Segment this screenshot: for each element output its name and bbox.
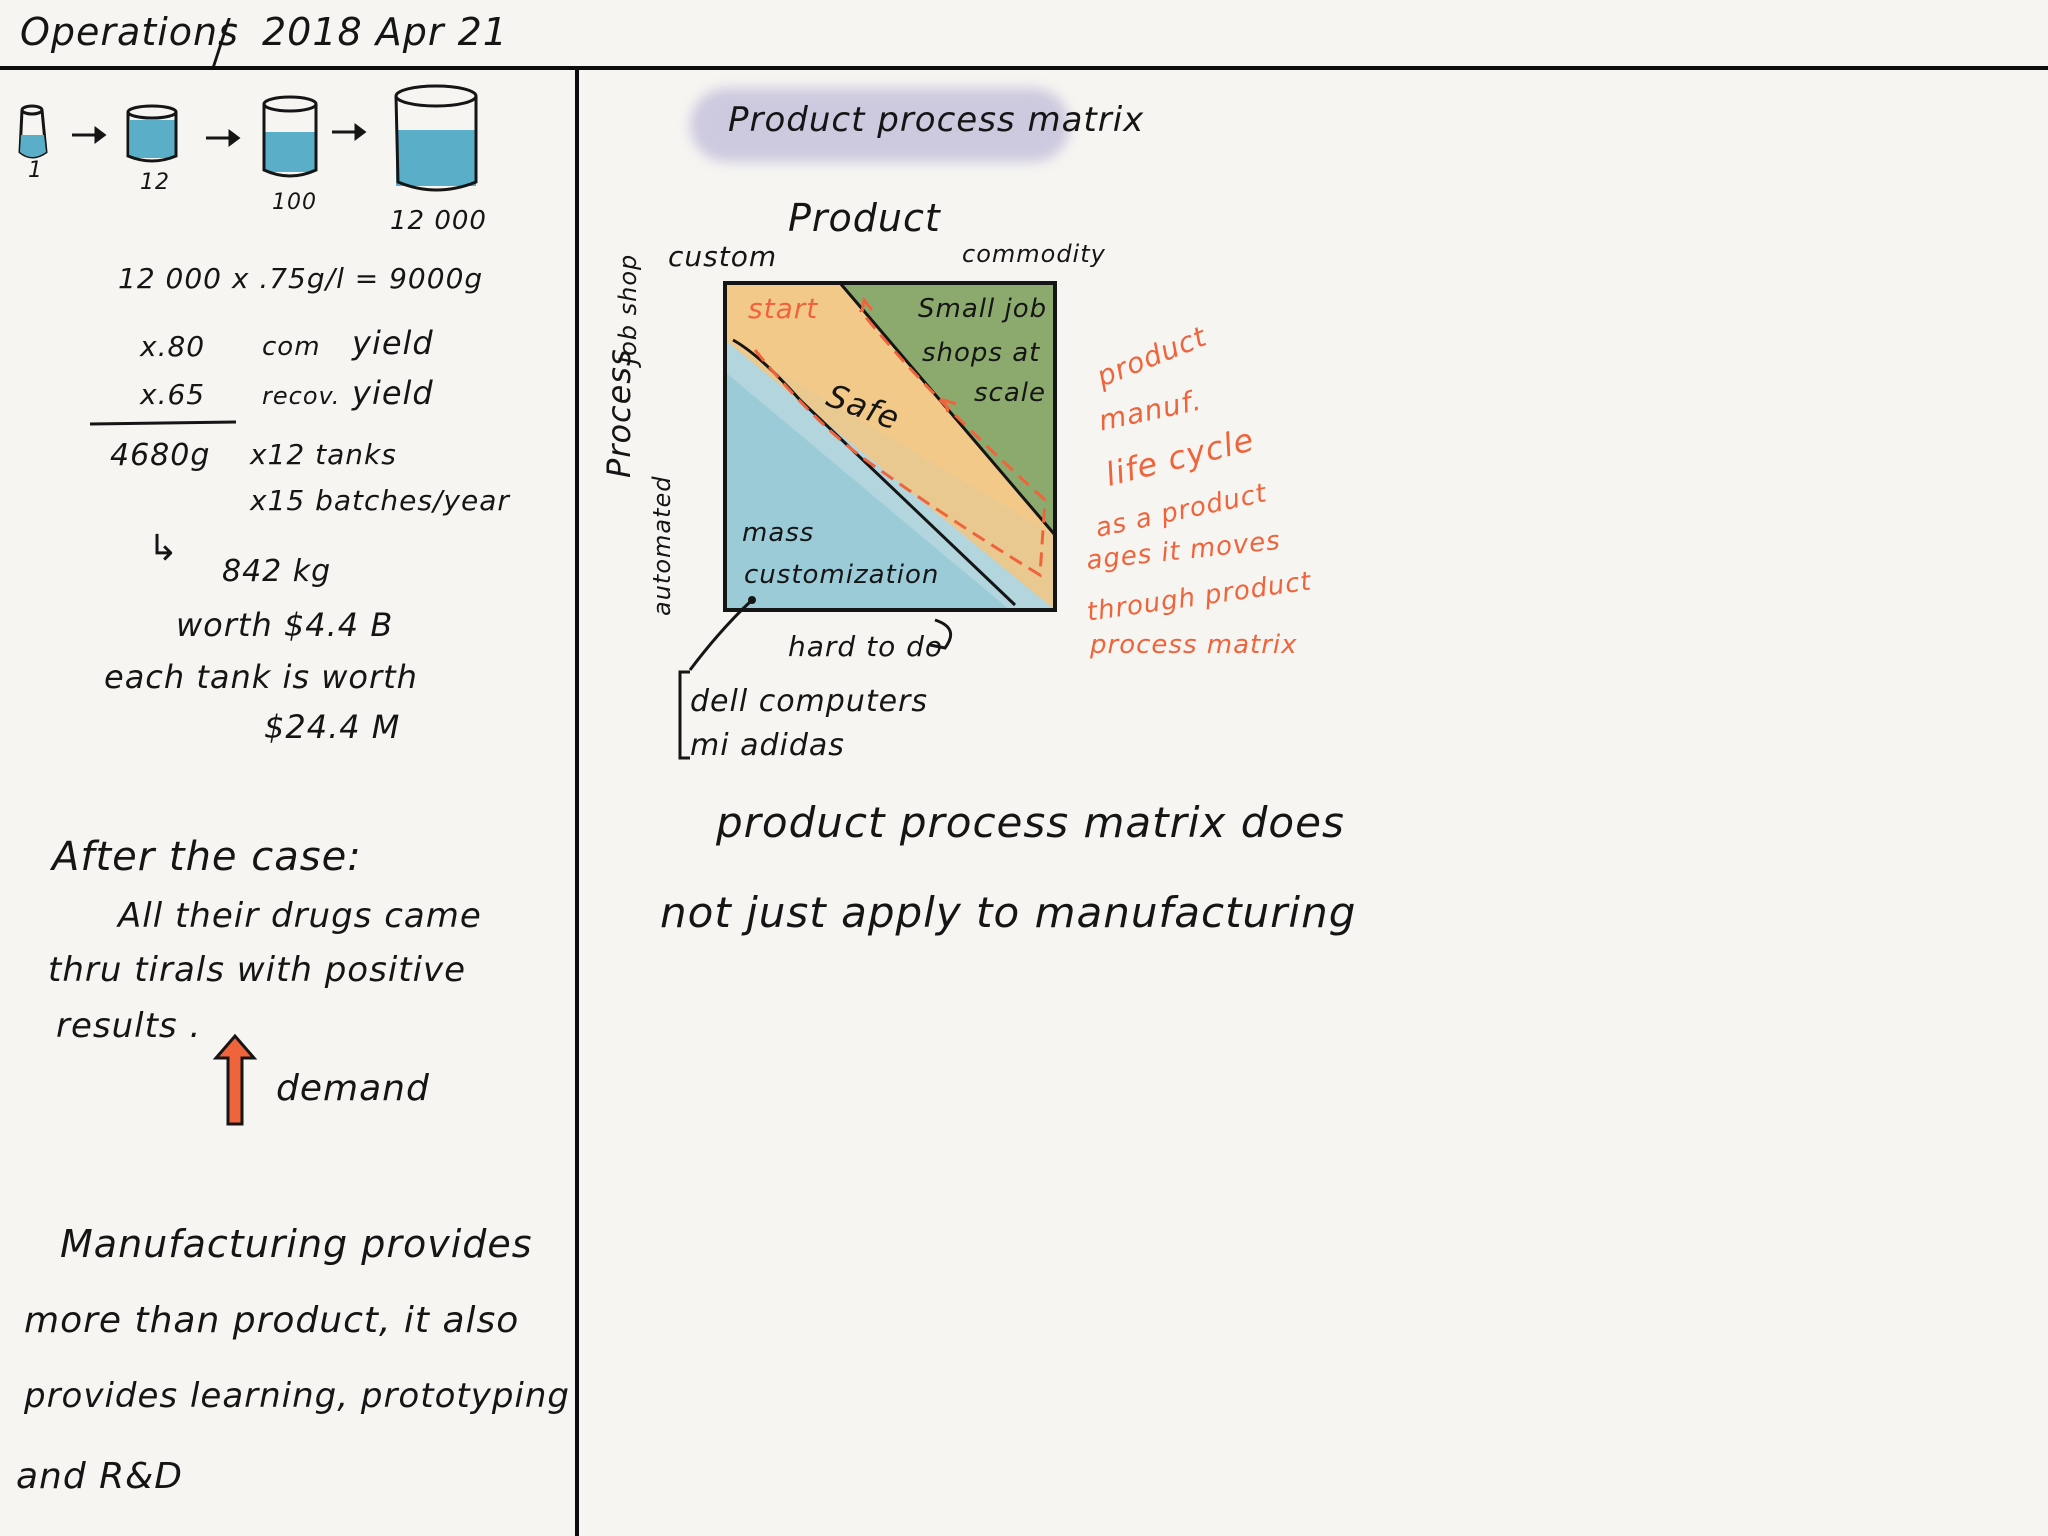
calc-worth: worth $4.4 B bbox=[176, 606, 394, 644]
beaker-icon-100 bbox=[262, 95, 318, 178]
after-heading: After the case: bbox=[52, 834, 362, 880]
page-section-title: Operations bbox=[20, 10, 239, 54]
scale-label-12: 12 bbox=[140, 170, 170, 195]
beaker-icon-1 bbox=[18, 104, 48, 159]
matrix-small-job-3: scale bbox=[974, 378, 1046, 408]
example-mi-adidas: mi adidas bbox=[690, 728, 845, 763]
header-rule bbox=[0, 66, 2048, 70]
up-arrow-icon bbox=[212, 1033, 258, 1126]
hook-arrow bbox=[929, 618, 953, 650]
beaker-icon-12000 bbox=[394, 84, 478, 192]
column-divider bbox=[575, 68, 579, 1536]
calc-label-recov: recov. bbox=[262, 382, 341, 410]
after-line-3: results . bbox=[56, 1006, 202, 1046]
scale-label-12000: 12 000 bbox=[390, 206, 487, 236]
axis-automated-label: automated bbox=[648, 475, 676, 616]
beaker-icon-12 bbox=[126, 104, 178, 163]
axis-commodity-label: commodity bbox=[962, 240, 1106, 268]
bottom-note-line-1: product process matrix does bbox=[716, 798, 1345, 847]
calc-kg: 842 kg bbox=[222, 554, 332, 589]
calc-result: 4680g bbox=[110, 438, 211, 473]
matrix-mass-2: customization bbox=[744, 560, 940, 590]
scale-label-1: 1 bbox=[28, 158, 43, 183]
calc-label-com: com bbox=[262, 332, 321, 362]
title-highlight bbox=[690, 88, 1070, 162]
lifecycle-dashed-path bbox=[753, 309, 1047, 578]
matrix-small-job-2: shops at bbox=[922, 338, 1041, 368]
arrow-icon bbox=[72, 123, 367, 147]
calc-tanks: x12 tanks bbox=[250, 438, 397, 471]
axis-job-shop-label: Job shop bbox=[614, 253, 642, 364]
matrix-small-job-1: Small job bbox=[918, 294, 1048, 324]
calc-label-yield-2: yield bbox=[352, 374, 434, 412]
page-date: 2018 Apr 21 bbox=[262, 10, 508, 54]
demand-label: demand bbox=[276, 1068, 430, 1109]
calc-label-yield-1: yield bbox=[352, 324, 434, 362]
example-dell: dell computers bbox=[690, 684, 929, 719]
bottom-note-line-2: not just apply to manufacturing bbox=[660, 888, 1357, 937]
after-line-2: thru tirals with positive bbox=[48, 950, 467, 990]
calc-factor-2: x.65 bbox=[140, 378, 206, 411]
matrix-start-label: start bbox=[748, 292, 819, 325]
manufacturing-line-3: provides learning, prototyping bbox=[24, 1376, 570, 1416]
calc-arrow: ↳ bbox=[148, 528, 180, 569]
calc-line-1: 12 000 x .75g/l = 9000g bbox=[118, 262, 484, 295]
matrix-mass-1: mass bbox=[742, 518, 815, 548]
manufacturing-line-4: and R&D bbox=[16, 1456, 183, 1497]
matrix-hard-label: hard to do bbox=[788, 630, 944, 663]
after-line-1: All their drugs came bbox=[118, 896, 482, 936]
matrix-lower-diagonal bbox=[732, 338, 1017, 607]
calc-tank-value: $24.4 M bbox=[264, 708, 401, 746]
bracket bbox=[678, 670, 690, 760]
calc-factor-1: x.80 bbox=[140, 330, 206, 363]
axis-product-label: Product bbox=[788, 196, 941, 240]
calc-divider bbox=[89, 420, 237, 426]
manufacturing-line-2: more than product, it also bbox=[24, 1300, 520, 1341]
calc-tank-worth: each tank is worth bbox=[104, 658, 418, 696]
matrix-box bbox=[723, 281, 1057, 612]
axis-process-label: Process bbox=[600, 348, 638, 478]
lifecycle-note-7: process matrix bbox=[1090, 630, 1298, 660]
matrix-title: Product process matrix bbox=[728, 100, 1145, 140]
axis-custom-label: custom bbox=[668, 240, 778, 273]
scale-label-100: 100 bbox=[272, 190, 317, 215]
pointer-line bbox=[688, 598, 754, 671]
calc-batches: x15 batches/year bbox=[250, 484, 510, 517]
manufacturing-line-1: Manufacturing provides bbox=[60, 1222, 533, 1266]
